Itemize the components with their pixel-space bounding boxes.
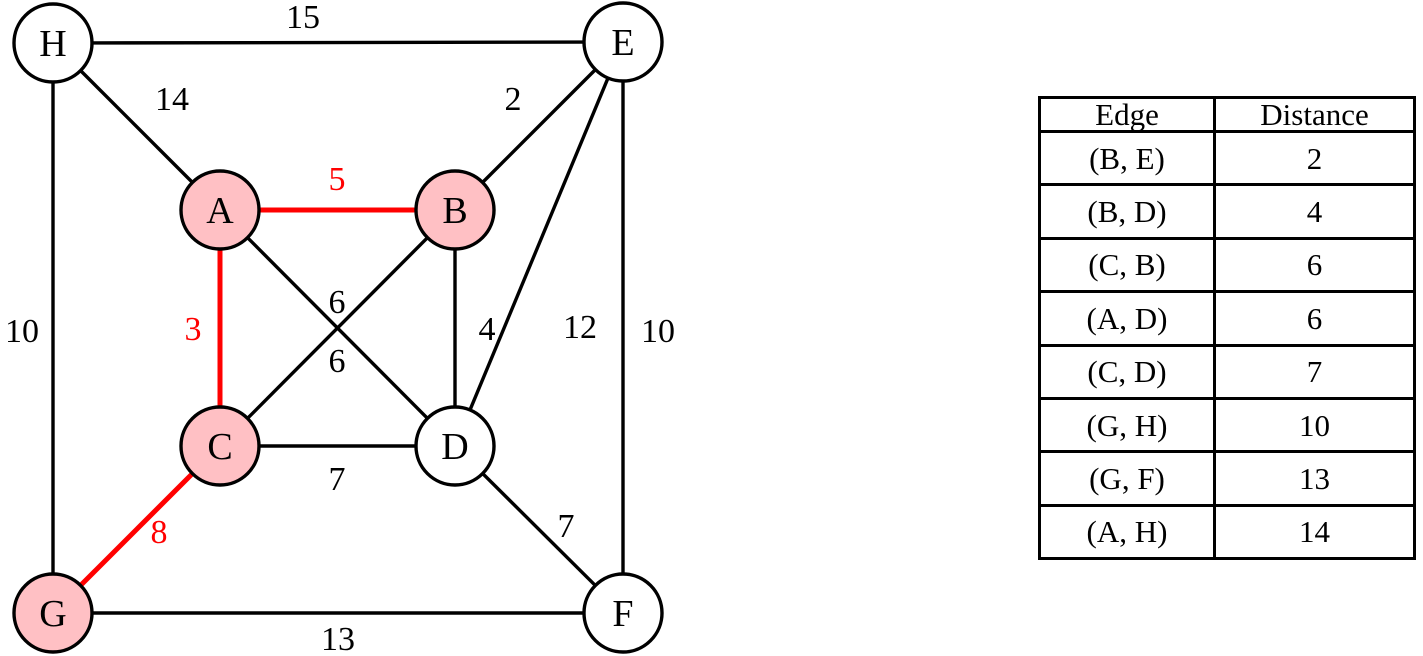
graph-node-c[interactable]: C — [179, 405, 261, 487]
cell-distance: 6 — [1213, 290, 1416, 347]
column-header-edge: Edge — [1038, 96, 1216, 133]
node-circle-d — [414, 405, 496, 487]
cell-edge: (A, H) — [1038, 503, 1216, 561]
edge-distance-table: Edge Distance (B, E)2(B, D)4(C, B)6(A, D… — [1038, 96, 1416, 561]
table-row: (A, D)6 — [1038, 290, 1416, 347]
node-label-e: E — [611, 22, 634, 64]
graph-edge-e-b — [480, 67, 598, 185]
edge-weight-a-c: 3 — [185, 311, 202, 348]
cell-edge: (G, H) — [1038, 396, 1216, 454]
node-circle-f — [582, 572, 664, 654]
cell-distance: 6 — [1213, 236, 1416, 294]
cell-edge: (C, D) — [1038, 343, 1216, 400]
graph-node-h[interactable]: H — [12, 2, 94, 84]
table-row: (B, D)4 — [1038, 183, 1416, 240]
cell-distance: 7 — [1213, 343, 1416, 400]
node-circle-g — [12, 572, 94, 654]
graph-node-g[interactable]: G — [12, 572, 94, 654]
table-row: (B, E)2 — [1038, 129, 1416, 187]
edge-weight-a-d: 6 — [329, 284, 346, 321]
table-row: (A, H)14 — [1038, 503, 1416, 561]
node-layer: H E A B C D G F — [12, 1, 664, 654]
cell-edge: (A, D) — [1038, 290, 1216, 347]
edge-weight-c-d: 7 — [329, 461, 346, 498]
graph-node-a[interactable]: A — [179, 169, 261, 251]
node-circle-a — [179, 169, 261, 251]
edge-weight-h-e: 15 — [286, 0, 320, 36]
graph-edge-d-f — [480, 471, 598, 588]
edge-weight-e-b: 2 — [505, 81, 522, 118]
graph-node-f[interactable]: F — [582, 572, 664, 654]
graph-edge-c-b — [245, 235, 430, 421]
node-label-f: F — [612, 593, 633, 635]
table-row: (G, F)13 — [1038, 450, 1416, 507]
graph-edge-c-g — [78, 471, 195, 588]
node-label-d: D — [441, 426, 468, 468]
edge-label-layer: 15 14 10 2 12 10 5 3 6 6 4 7 8 7 13 — [5, 0, 675, 656]
cell-distance: 10 — [1213, 396, 1416, 454]
edge-weight-d-f: 7 — [558, 508, 575, 545]
node-label-g: G — [39, 593, 66, 635]
node-circle-b — [414, 169, 496, 251]
table-header-row: Edge Distance — [1038, 96, 1416, 133]
edge-weight-c-g: 8 — [151, 514, 168, 551]
edge-weight-e-f: 10 — [641, 313, 675, 350]
edge-weight-a-b: 5 — [329, 161, 346, 198]
node-circle-h — [12, 2, 94, 84]
edge-layer — [51, 40, 625, 615]
node-label-h: H — [39, 23, 66, 65]
cell-distance: 4 — [1213, 183, 1416, 240]
edge-weight-h-g: 10 — [5, 313, 39, 350]
cell-distance: 13 — [1213, 450, 1416, 507]
cell-distance: 2 — [1213, 129, 1416, 187]
table-row: (C, B)6 — [1038, 236, 1416, 294]
cell-edge: (G, F) — [1038, 450, 1216, 507]
weighted-graph-diagram: H E A B C D G F 15 14 10 2 12 10 5 3 6 6 4 7 8 7 13 — [5, 0, 675, 656]
node-circle-c — [179, 405, 261, 487]
cell-distance: 14 — [1213, 503, 1416, 561]
column-header-distance: Distance — [1213, 96, 1416, 133]
table-row: (G, H)10 — [1038, 396, 1416, 454]
cell-edge: (B, E) — [1038, 129, 1216, 187]
graph-edge-h-a — [78, 68, 195, 185]
graph-node-d[interactable]: D — [414, 405, 496, 487]
node-circle-e — [582, 1, 664, 83]
edge-weight-c-b: 6 — [329, 343, 346, 380]
graph-edge-e-d — [468, 76, 610, 412]
node-label-b: B — [442, 190, 467, 232]
cell-edge: (C, B) — [1038, 236, 1216, 294]
node-label-a: A — [206, 190, 234, 232]
table-body: (B, E)2(B, D)4(C, B)6(A, D)6(C, D)7(G, H… — [1038, 129, 1416, 561]
table-row: (C, D)7 — [1038, 343, 1416, 400]
edge-weight-h-a: 14 — [155, 81, 189, 118]
edge-weight-e-d: 12 — [563, 309, 597, 346]
cell-edge: (B, D) — [1038, 183, 1216, 240]
edge-weight-g-f: 13 — [321, 621, 355, 656]
edge-weight-b-d: 4 — [479, 311, 496, 348]
graph-node-b[interactable]: B — [414, 169, 496, 251]
graph-edge-h-e — [90, 40, 586, 45]
node-label-c: C — [207, 426, 232, 468]
graph-node-e[interactable]: E — [582, 1, 664, 83]
edge-distance-table-wrapper: Edge Distance (B, E)2(B, D)4(C, B)6(A, D… — [1038, 96, 1416, 561]
